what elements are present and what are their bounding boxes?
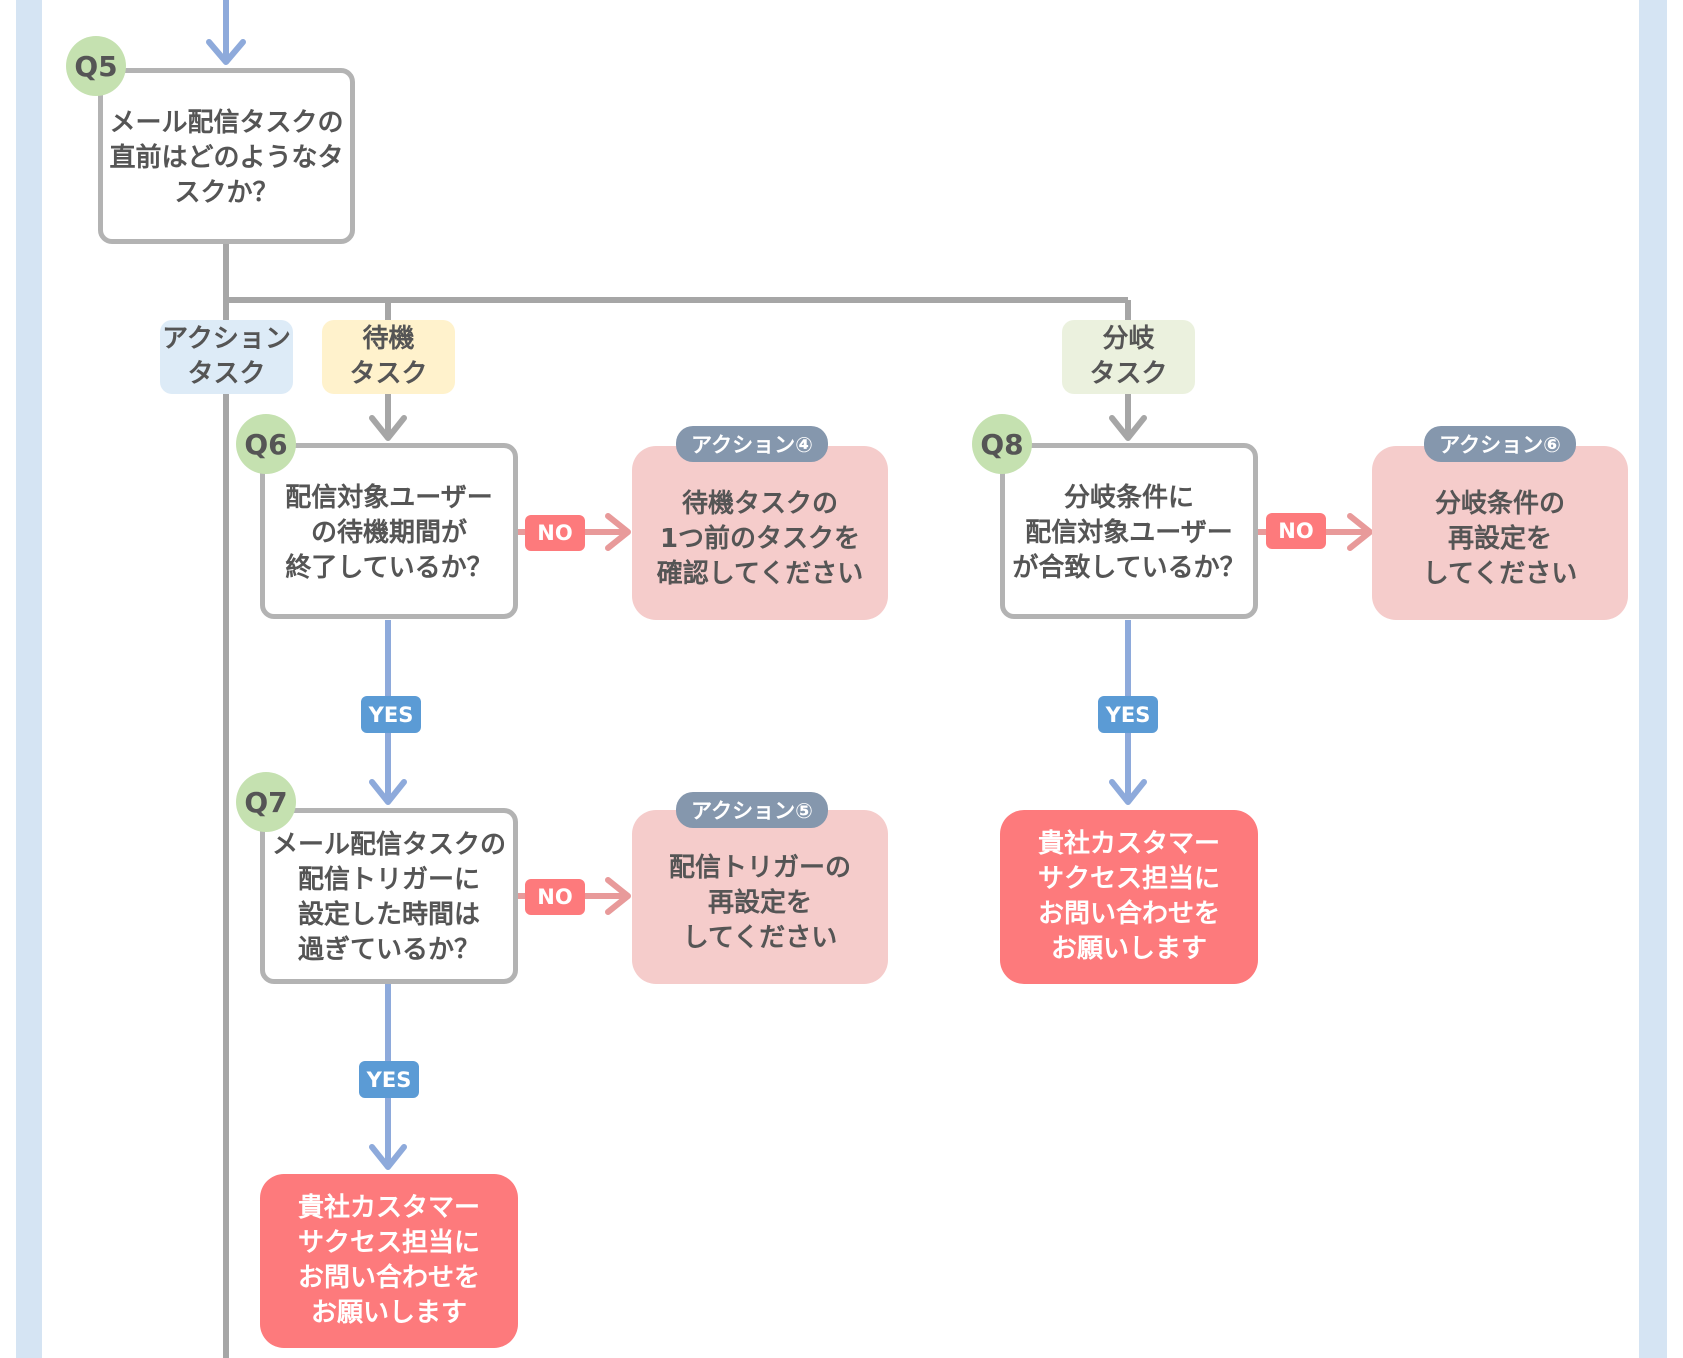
contact-support-box-q7: 貴社カスタマー サクセス担当に お問い合わせを お願いします bbox=[260, 1174, 518, 1348]
q8-no-tag: NO bbox=[1266, 513, 1326, 549]
action-5-label: アクション⑤ bbox=[676, 792, 828, 828]
q8-yes-arrowhead bbox=[1109, 779, 1147, 805]
q7-no-arrowhead bbox=[605, 877, 631, 915]
q6-yes-tag: YES bbox=[361, 696, 421, 733]
action-4-label: アクション④ bbox=[676, 426, 828, 462]
action-4-box: 待機タスクの 1つ前のタスクを 確認してください bbox=[632, 446, 888, 620]
q7-badge: Q7 bbox=[236, 772, 296, 832]
action-6-box: 分岐条件の 再設定を してください bbox=[1372, 446, 1628, 620]
category-action-task: アクション タスク bbox=[160, 320, 293, 394]
q8-yes-tag: YES bbox=[1098, 696, 1158, 733]
right-side-band bbox=[1639, 0, 1667, 1358]
q8-no-arrowhead bbox=[1347, 513, 1373, 551]
action-6-label: アクション⑥ bbox=[1424, 426, 1576, 462]
q7-yes-arrowhead bbox=[369, 1144, 407, 1170]
q7-yes-tag: YES bbox=[359, 1061, 419, 1098]
q6-badge: Q6 bbox=[236, 414, 296, 474]
category-branch-task: 分岐 タスク bbox=[1062, 320, 1195, 394]
q8-badge: Q8 bbox=[972, 414, 1032, 474]
left-side-band bbox=[16, 0, 42, 1358]
category-wait-task: 待機 タスク bbox=[322, 320, 455, 394]
incoming-arrow-head bbox=[206, 39, 246, 65]
q5-badge: Q5 bbox=[66, 36, 126, 96]
q6-no-arrowhead bbox=[605, 513, 631, 551]
q7-no-tag: NO bbox=[525, 879, 585, 915]
q8-question-box: 分岐条件に 配信対象ユーザー が合致しているか？ bbox=[1000, 443, 1258, 619]
contact-support-box-q8: 貴社カスタマー サクセス担当に お問い合わせを お願いします bbox=[1000, 810, 1258, 984]
wait-branch-arrowhead bbox=[369, 415, 407, 441]
q7-question-box: メール配信タスクの 配信トリガーに 設定した時間は 過ぎているか？ bbox=[260, 808, 518, 984]
branch-branch-arrowhead bbox=[1109, 415, 1147, 441]
q6-no-tag: NO bbox=[525, 515, 585, 551]
action-5-box: 配信トリガーの 再設定を してください bbox=[632, 810, 888, 984]
q6-yes-arrowhead bbox=[369, 779, 407, 805]
q6-question-box: 配信対象ユーザー の待機期間が 終了しているか？ bbox=[260, 443, 518, 619]
q5-question-box: メール配信タスクの 直前はどのようなタ スクか？ bbox=[98, 68, 355, 244]
